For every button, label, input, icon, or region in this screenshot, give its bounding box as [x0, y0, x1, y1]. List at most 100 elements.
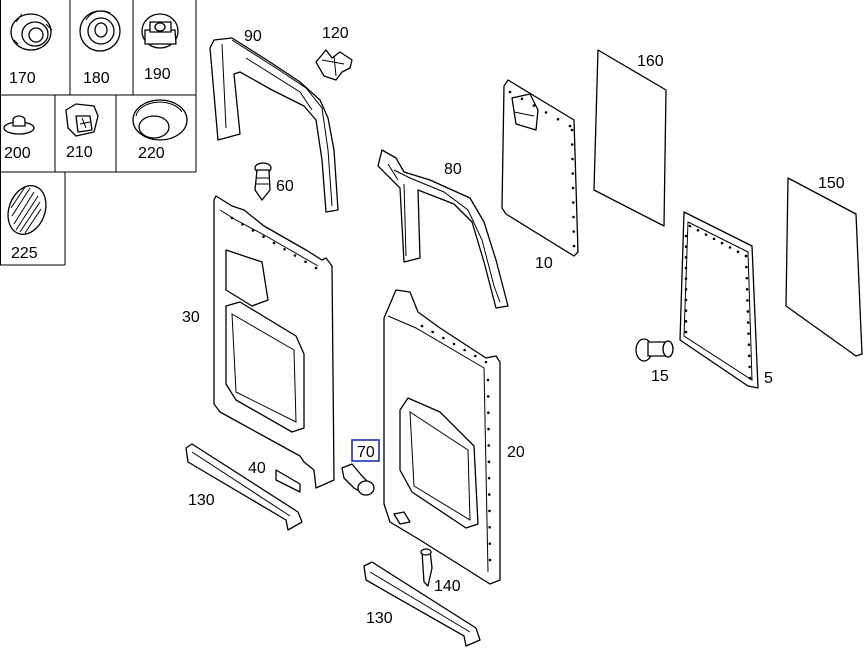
hole-dot — [572, 215, 575, 219]
hole-dot — [684, 330, 688, 334]
hole-dot — [420, 324, 424, 328]
part-190-clip-icon[interactable] — [141, 13, 179, 49]
part-160-window-panel[interactable] — [593, 49, 667, 227]
hole-dot — [488, 542, 492, 545]
hole-dot — [262, 235, 265, 239]
hole-dot — [487, 460, 491, 464]
hole-dot — [293, 254, 297, 257]
hole-dot — [487, 493, 491, 496]
label-140: 140 — [434, 578, 461, 595]
hole-dot — [532, 104, 536, 107]
hole-dot — [688, 224, 692, 228]
hole-dot — [570, 128, 574, 132]
selected-part-box[interactable] — [351, 439, 380, 462]
label-10: 10 — [535, 255, 553, 272]
hole-dot — [728, 246, 732, 249]
hole-dot — [488, 558, 492, 562]
hole-dot — [684, 256, 688, 259]
hole-dot — [746, 321, 750, 324]
part-30-side-panel[interactable] — [213, 195, 335, 489]
part-90-upper-trim[interactable] — [209, 37, 339, 213]
hole-dot — [487, 476, 491, 480]
label-40: 40 — [248, 460, 266, 477]
part-150-panel[interactable] — [785, 177, 863, 357]
part-130-rail-upper[interactable] — [185, 443, 303, 531]
part-70-screw[interactable] — [341, 463, 375, 496]
label-190: 190 — [144, 66, 171, 83]
hole-dot — [487, 427, 490, 431]
part-15-push-rivet[interactable] — [635, 338, 674, 362]
part-10-door-panel[interactable] — [501, 79, 579, 257]
hole-dot — [570, 143, 574, 146]
hole-dot — [684, 245, 688, 248]
part-170-grommet-icon[interactable] — [10, 13, 53, 51]
label-15: 15 — [651, 368, 669, 385]
hole-dot — [486, 395, 490, 398]
label-80: 80 — [444, 161, 462, 178]
hole-dot — [488, 509, 491, 513]
hole-dot — [487, 444, 491, 447]
thumbnail-grid — [0, 0, 197, 266]
hole-dot — [747, 332, 750, 335]
hole-dot — [568, 124, 572, 128]
part-210-nut-icon[interactable] — [65, 103, 99, 137]
hole-dot — [304, 260, 307, 264]
label-150: 150 — [818, 175, 845, 192]
part-20-side-panel[interactable] — [383, 289, 501, 585]
hole-dot — [746, 299, 749, 302]
hole-dot — [746, 310, 750, 313]
part-5-panel[interactable] — [679, 211, 759, 389]
part-120-bracket[interactable] — [315, 49, 353, 81]
hole-dot — [571, 172, 575, 175]
part-140-bolt[interactable] — [420, 548, 433, 587]
hole-dot — [684, 277, 688, 280]
hole-dot — [696, 228, 700, 232]
hole-dot — [747, 354, 751, 358]
hole-dot — [520, 97, 524, 101]
hole-dot — [272, 241, 276, 245]
hole-dot — [745, 287, 749, 291]
part-40-clip[interactable] — [275, 469, 301, 493]
label-180: 180 — [83, 70, 110, 87]
hole-dot — [474, 354, 477, 358]
label-200: 200 — [4, 145, 31, 162]
hole-dot — [283, 247, 286, 251]
hole-dot — [241, 222, 244, 226]
part-225-mesh-icon[interactable] — [2, 180, 53, 239]
label-225: 225 — [11, 245, 38, 262]
hole-dot — [745, 265, 748, 269]
label-30: 30 — [182, 309, 200, 326]
hole-dot — [314, 266, 318, 270]
hole-dot — [571, 201, 575, 204]
hole-dot — [571, 186, 575, 190]
hole-dot — [463, 348, 466, 352]
hole-dot — [748, 376, 752, 380]
hole-dot — [452, 342, 456, 346]
mounting-holes — [230, 90, 752, 562]
hole-dot — [745, 276, 749, 280]
label-70: 70 — [357, 444, 375, 461]
part-60-push-rivet[interactable] — [254, 162, 272, 201]
part-180-cap-icon[interactable] — [79, 10, 121, 52]
hole-dot — [556, 117, 560, 121]
label-220: 220 — [138, 145, 165, 162]
part-200-plug-icon[interactable] — [3, 115, 35, 135]
hole-dot — [684, 288, 688, 291]
hole-dot — [572, 230, 576, 233]
label-120: 120 — [322, 25, 349, 42]
label-90: 90 — [244, 28, 262, 45]
hole-dot — [486, 378, 490, 382]
hole-dot — [571, 157, 574, 161]
part-80-frame-trim[interactable] — [377, 149, 509, 309]
hole-dot — [442, 336, 445, 340]
label-210: 210 — [66, 144, 93, 161]
part-220-cap-icon[interactable] — [132, 99, 188, 141]
label-160: 160 — [637, 53, 664, 70]
part-130-rail-lower[interactable] — [363, 561, 481, 647]
hole-dot — [684, 234, 688, 238]
hole-dot — [736, 250, 740, 254]
label-20: 20 — [507, 444, 525, 461]
hole-dot — [431, 330, 434, 334]
hole-dot — [747, 343, 751, 347]
